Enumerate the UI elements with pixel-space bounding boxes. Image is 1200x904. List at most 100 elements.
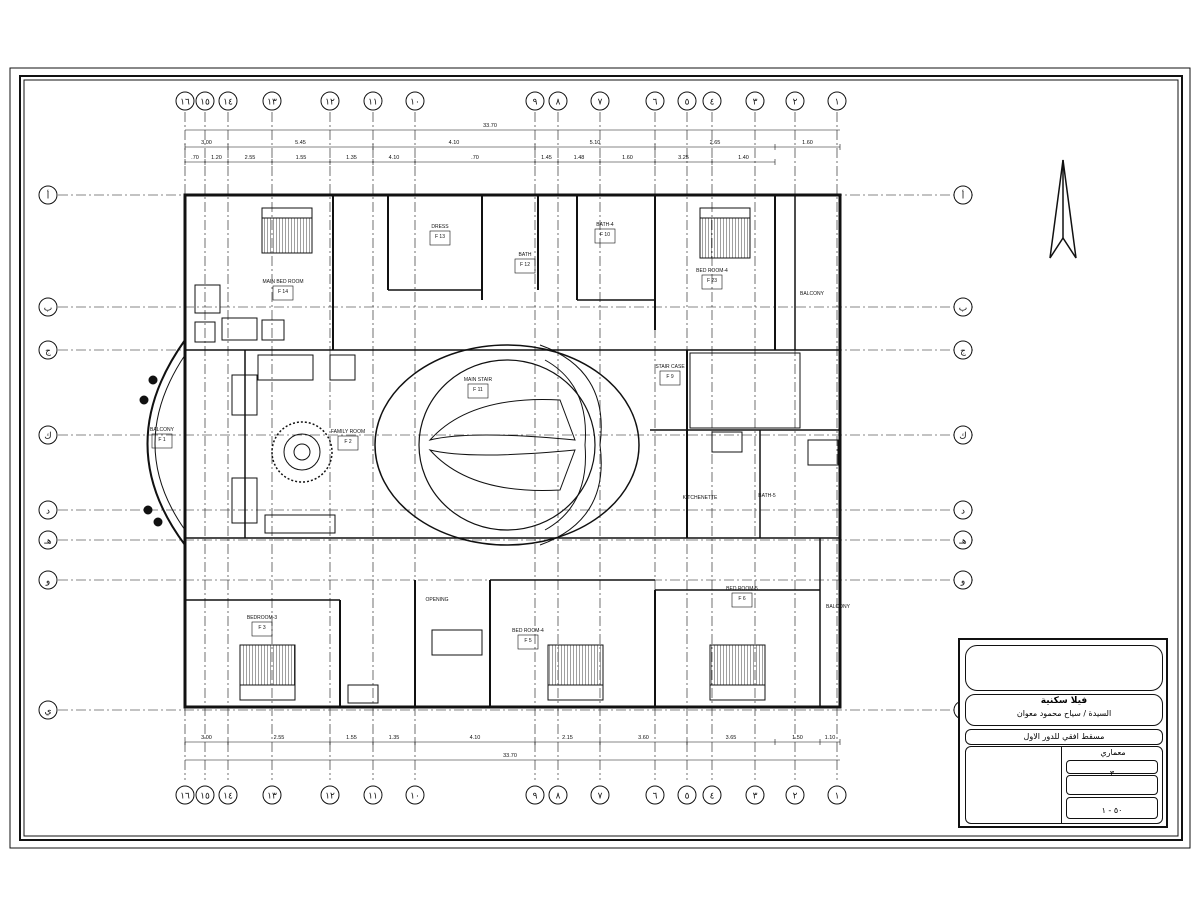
building-walls	[183, 193, 842, 709]
grid-label-bottom: ١٤	[223, 791, 233, 801]
grid-bubble-top	[525, 91, 545, 111]
grid-label-bottom: ٧	[598, 791, 603, 801]
grid-label-bottom: ١٣	[267, 791, 277, 801]
dimension-label-bottom-1: 1.55	[346, 735, 357, 741]
finish-code: F 13	[435, 234, 445, 240]
dimension-label-top-2: 5.10	[590, 140, 601, 146]
dimension-label-top-3: 1.60	[622, 155, 633, 161]
grid-label-top: ٧	[598, 97, 603, 107]
row-label-left: ي	[44, 706, 51, 716]
grid-label-bottom: ١٦	[180, 791, 190, 801]
project-title: فيلا سكنية	[1040, 696, 1088, 706]
grid-bubble-bottom	[702, 785, 722, 805]
room-label: BALCONY	[800, 291, 825, 297]
dimension-label-top-3: 2.55	[245, 155, 256, 161]
grid-label-top: ٤	[710, 97, 715, 107]
dimension-label-top-3: 1.40	[738, 155, 749, 161]
grid-label-top: ٦	[653, 97, 658, 107]
grid-label-bottom: ٨	[556, 791, 561, 801]
finish-code: F 9	[666, 374, 673, 380]
row-bubble-right	[953, 340, 973, 360]
family-room-rug	[271, 421, 333, 483]
room-label: BATH-4F 10	[594, 222, 616, 244]
grid-label-top: ٩	[533, 97, 538, 107]
scale-value: ٥٠ - ١	[1101, 806, 1123, 815]
left-balcony-arc	[139, 339, 186, 546]
grid-label-top: ٢	[793, 97, 798, 107]
finish-code: F 14	[278, 289, 288, 295]
row-bubble-left	[38, 530, 58, 550]
dimension-label-top-2: 3.00	[201, 140, 212, 146]
row-label-right: ك	[959, 431, 966, 441]
grid-label-top: ١٤	[223, 97, 233, 107]
dimension-label-top-3: 1.45	[541, 155, 552, 161]
grid-label-bottom: ١١	[368, 791, 378, 801]
north-arrow-icon	[1049, 159, 1077, 259]
dimension-label-top-3: 4.10	[389, 155, 400, 161]
grid-bubble-top	[745, 91, 765, 111]
grid-label-bottom: ٥	[685, 791, 690, 801]
room-label: BED ROOM-5F 6	[726, 586, 758, 608]
title-block: فيلا سكنية السيدة / سياح محمود معوان مسق…	[958, 638, 1168, 828]
row-bubble-right	[953, 297, 973, 317]
title-block-grid: معماري ٣ ٥٠ - ١	[965, 746, 1163, 824]
row-bubble-left	[38, 425, 58, 445]
grid-bubble-top	[218, 91, 238, 111]
row-bubble-right	[953, 185, 973, 205]
row-label-right: ب	[959, 303, 967, 313]
finish-code: F 23	[707, 278, 717, 284]
grid-bubble-top	[405, 91, 425, 111]
dimension-label-top-3: 1.55	[296, 155, 307, 161]
grid-label-top: ١	[835, 97, 840, 107]
grid-bubble-top	[195, 91, 215, 111]
grid-bubble-top	[785, 91, 805, 111]
room-name: BALCONY	[800, 291, 825, 297]
grid-bubble-bottom	[262, 785, 282, 805]
discipline-label: معماري	[1100, 748, 1126, 757]
row-label-left: أ	[47, 189, 50, 201]
finish-code: F 2	[344, 439, 351, 445]
dimension-label-top-3: 1.48	[574, 155, 585, 161]
dimension-label-bottom-1: 3.60	[638, 735, 649, 741]
grid-bubble-top	[548, 91, 568, 111]
dimension-label-top-3: 1.20	[211, 155, 222, 161]
grid-layer: ١٦١٦١٥١٥١٤١٤١٣١٣١٢١٢١١١١١٠١٠٩٩٨٨٧٧٦٦٥٥٤٤…	[38, 91, 975, 805]
grid-label-bottom: ١٠	[410, 791, 420, 801]
dimension-label-top-2: 2.65	[710, 140, 721, 146]
row-label-left: ج	[45, 346, 51, 357]
grid-bubble-bottom	[218, 785, 238, 805]
dimension-label-bottom-1: 4.10	[470, 735, 481, 741]
finish-code: F 1	[158, 437, 165, 443]
room-name: STAIR CASE	[655, 364, 685, 370]
grid-bubble-top	[262, 91, 282, 111]
dimension-label-bottom-1: 1.35	[389, 735, 400, 741]
grid-label-bottom: ١٥	[200, 791, 210, 801]
finish-code: F 3	[258, 625, 265, 631]
grid-bubble-bottom	[645, 785, 665, 805]
room-name: KITCHENETTE	[683, 495, 718, 501]
row-bubble-left	[38, 500, 58, 520]
row-bubble-right	[953, 425, 973, 445]
row-bubble-left	[38, 185, 58, 205]
row-label-right: أ	[962, 189, 965, 201]
room-label: BED ROOM-4F 5	[512, 628, 544, 650]
room-label: BATH-5	[758, 493, 776, 499]
grid-label-bottom: ٩	[533, 791, 538, 801]
grid-bubble-top	[645, 91, 665, 111]
scale-box: ٥٠ - ١	[1066, 797, 1158, 819]
row-label-left: ب	[44, 303, 52, 313]
grid-bubble-bottom	[525, 785, 545, 805]
room-name: BED ROOM-4	[512, 628, 544, 634]
title-block-left-cell	[966, 747, 1062, 823]
grid-bubble-top	[702, 91, 722, 111]
grid-label-top: ١٦	[180, 97, 190, 107]
grid-label-bottom: ٣	[753, 791, 758, 801]
dimension-label-top-2: 4.10	[449, 140, 460, 146]
